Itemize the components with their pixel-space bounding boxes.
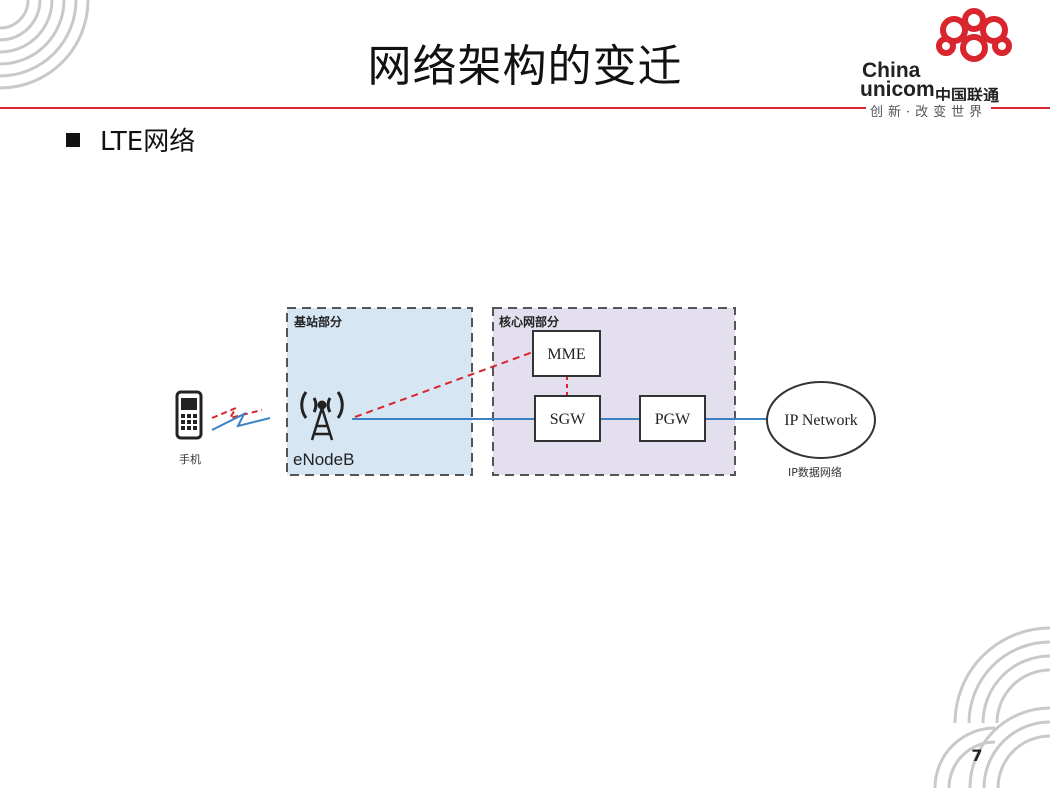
- phone-label: 手机: [179, 452, 201, 466]
- corner-knot-bottom-right: [933, 626, 1050, 788]
- ip-data-network-label: IP数据网络: [788, 465, 842, 479]
- zone-core-label: 核心网部分: [499, 314, 559, 329]
- logo-english-bottom: unicom: [860, 78, 935, 101]
- radio-link-blue-zigzag: [211, 411, 271, 431]
- logo-chinese-name: 中国联通: [935, 86, 1000, 105]
- zone-base-label: 基站部分: [293, 314, 342, 329]
- bullet-square-icon: [66, 133, 80, 147]
- ip-network-label: IP Network: [784, 412, 858, 429]
- corner-knot-top-left: [0, 0, 90, 90]
- page-number: 7: [971, 746, 983, 765]
- logo-slogan: 创新·改变世界: [866, 101, 992, 120]
- base-station-zone: [286, 307, 473, 476]
- core-network-zone: [492, 307, 736, 476]
- pgw-label: PGW: [655, 411, 691, 428]
- sgw-node: [534, 395, 601, 442]
- slide-title: 网络架构的变迁: [367, 41, 683, 92]
- mme-label: MME: [547, 346, 585, 363]
- mme-node: [532, 330, 601, 377]
- sgw-label: SGW: [550, 411, 586, 428]
- enodeb-label: eNodeB: [293, 450, 354, 469]
- header-rule: [0, 107, 1050, 109]
- enodeb-mme-control-link: [354, 351, 534, 418]
- antenna-tower-icon: [300, 391, 344, 441]
- unicom-knot-logo-icon: [936, 8, 1012, 62]
- bullet-text: LTE网络: [100, 127, 196, 157]
- mobile-phone-icon: [175, 390, 203, 440]
- logo-english-top: China: [862, 59, 921, 82]
- pgw-node: [639, 395, 706, 442]
- radio-link-red-zigzag: [211, 405, 263, 420]
- ip-network-cloud: [766, 381, 876, 459]
